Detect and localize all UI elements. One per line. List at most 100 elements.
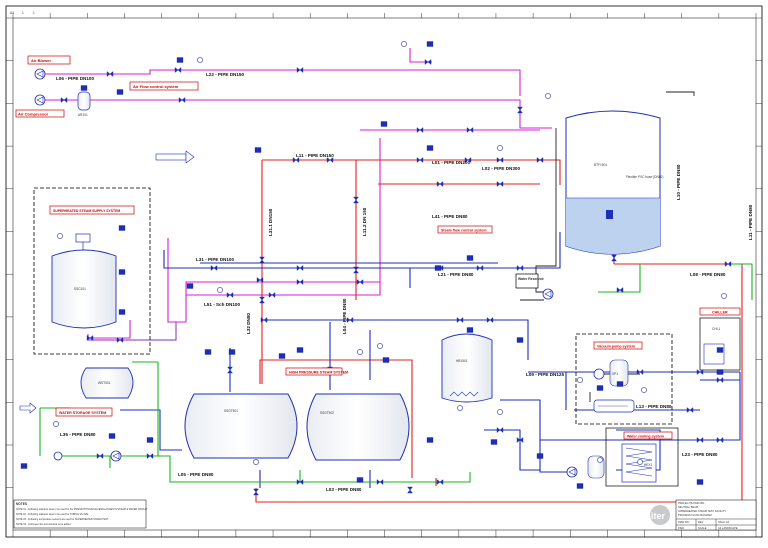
instrument-bubble-icon[interactable]	[253, 459, 259, 465]
valve-icon[interactable]	[516, 265, 524, 271]
valve-icon[interactable]	[253, 488, 259, 496]
valve-icon[interactable]	[86, 335, 94, 341]
valve-icon[interactable]	[116, 337, 124, 343]
valve-icon[interactable]	[356, 279, 364, 285]
instrument-bubble-icon[interactable]	[57, 233, 63, 239]
valve-icon[interactable]	[476, 265, 484, 271]
instrument-tag-icon[interactable]	[616, 381, 624, 387]
valve-icon[interactable]	[407, 486, 413, 494]
valve-icon[interactable]	[486, 317, 494, 323]
instrument-bubble-icon[interactable]	[597, 457, 603, 463]
instrument-tag-icon[interactable]	[536, 453, 544, 459]
instrument-tag-icon[interactable]	[466, 255, 474, 261]
valve-icon[interactable]	[256, 277, 264, 283]
valve-icon[interactable]	[496, 181, 504, 187]
valve-icon[interactable]	[517, 106, 523, 114]
valve-icon[interactable]	[96, 453, 104, 459]
valve-icon[interactable]	[464, 157, 472, 163]
valve-icon[interactable]	[636, 369, 644, 375]
valve-icon[interactable]	[106, 71, 114, 77]
valve-icon[interactable]	[716, 437, 724, 443]
valve-icon[interactable]	[616, 287, 624, 293]
instrument-bubble-icon[interactable]	[401, 41, 407, 47]
valve-icon[interactable]	[178, 97, 186, 103]
valve-icon[interactable]	[456, 317, 464, 323]
instrument-tag-icon[interactable]	[596, 385, 604, 391]
instrument-tag-icon[interactable]	[118, 269, 126, 275]
valve-icon[interactable]	[259, 296, 265, 304]
instrument-bubble-icon[interactable]	[577, 377, 583, 383]
instrument-bubble-icon[interactable]	[357, 349, 363, 355]
instrument-tag-icon[interactable]	[146, 437, 154, 443]
instrument-tag-icon[interactable]	[118, 225, 126, 231]
instrument-tag-icon[interactable]	[380, 121, 388, 127]
valve-icon[interactable]	[210, 265, 218, 271]
valve-icon[interactable]	[724, 261, 732, 267]
heater-vessel[interactable]	[441, 333, 493, 403]
instrument-bubble-icon[interactable]	[545, 93, 551, 99]
instrument-bubble-icon[interactable]	[641, 387, 647, 393]
water-storage-tank[interactable]	[80, 367, 134, 399]
air-receiver[interactable]	[77, 91, 91, 111]
instrument-tag-icon[interactable]	[716, 369, 724, 375]
valve-icon[interactable]	[353, 196, 359, 204]
instrument-tag-icon[interactable]	[278, 353, 286, 359]
instrument-bubble-icon[interactable]	[497, 409, 503, 415]
valve-icon[interactable]	[226, 292, 234, 298]
instrument-tag-icon[interactable]	[426, 41, 434, 47]
instrument-tag-icon[interactable]	[382, 357, 390, 363]
valve-icon[interactable]	[346, 317, 354, 323]
valve-icon[interactable]	[466, 127, 474, 133]
instrument-tag-icon[interactable]	[716, 347, 724, 353]
valve-icon[interactable]	[416, 157, 424, 163]
valve-icon[interactable]	[496, 157, 504, 163]
instrument-bubble-icon[interactable]	[197, 57, 203, 63]
instrument-tag-icon[interactable]	[696, 479, 704, 485]
instrument-tag-icon[interactable]	[108, 433, 116, 439]
instrument-tag-icon[interactable]	[176, 57, 184, 63]
valve-icon[interactable]	[296, 265, 304, 271]
cooling-unit[interactable]	[587, 427, 679, 487]
valve-icon[interactable]	[353, 266, 359, 274]
valve-icon[interactable]	[146, 453, 154, 459]
valve-icon[interactable]	[296, 67, 304, 73]
storage-tank-left[interactable]	[184, 393, 298, 459]
instrument-tag-icon[interactable]	[118, 309, 126, 315]
valve-icon[interactable]	[376, 479, 384, 485]
valve-icon[interactable]	[296, 279, 304, 285]
chiller-unit[interactable]	[699, 317, 741, 371]
instrument-tag-icon[interactable]	[426, 145, 434, 151]
valve-icon[interactable]	[436, 479, 444, 485]
valve-icon[interactable]	[416, 127, 424, 133]
valve-icon[interactable]	[292, 157, 300, 163]
valve-icon[interactable]	[611, 254, 617, 262]
instrument-tag-icon[interactable]	[228, 349, 236, 355]
instrument-tag-icon[interactable]	[296, 347, 304, 353]
valve-icon[interactable]	[424, 59, 432, 65]
valve-icon[interactable]	[296, 479, 304, 485]
instrument-tag-icon[interactable]	[80, 85, 88, 91]
instrument-bubble-icon[interactable]	[497, 145, 503, 151]
instrument-tag-icon[interactable]	[576, 483, 584, 489]
instrument-tag-icon[interactable]	[356, 477, 364, 483]
instrument-tag-icon[interactable]	[254, 147, 262, 153]
valve-icon[interactable]	[436, 181, 444, 187]
storage-tank-right[interactable]	[306, 393, 410, 461]
steam-generator[interactable]	[51, 233, 117, 329]
valve-icon[interactable]	[326, 157, 334, 163]
instrument-tag-icon[interactable]	[116, 89, 124, 95]
valve-icon[interactable]	[716, 377, 724, 383]
valve-icon[interactable]	[268, 292, 276, 298]
vacuum-pump-unit[interactable]	[593, 359, 635, 413]
instrument-tag-icon[interactable]	[186, 283, 194, 289]
valves[interactable]	[60, 59, 732, 496]
valve-icon[interactable]	[60, 97, 68, 103]
instrument-bubble-icon[interactable]	[377, 343, 383, 349]
instrument-bubble-icon[interactable]	[721, 293, 727, 299]
instrument-tag-icon[interactable]	[204, 349, 212, 355]
instrument-tag-icon[interactable]	[434, 265, 442, 271]
instrument-tag-icon[interactable]	[466, 327, 474, 333]
instrument-bubble-icon[interactable]	[53, 421, 59, 427]
valve-icon[interactable]	[516, 437, 524, 443]
instrument-bubble-icon[interactable]	[637, 459, 643, 465]
